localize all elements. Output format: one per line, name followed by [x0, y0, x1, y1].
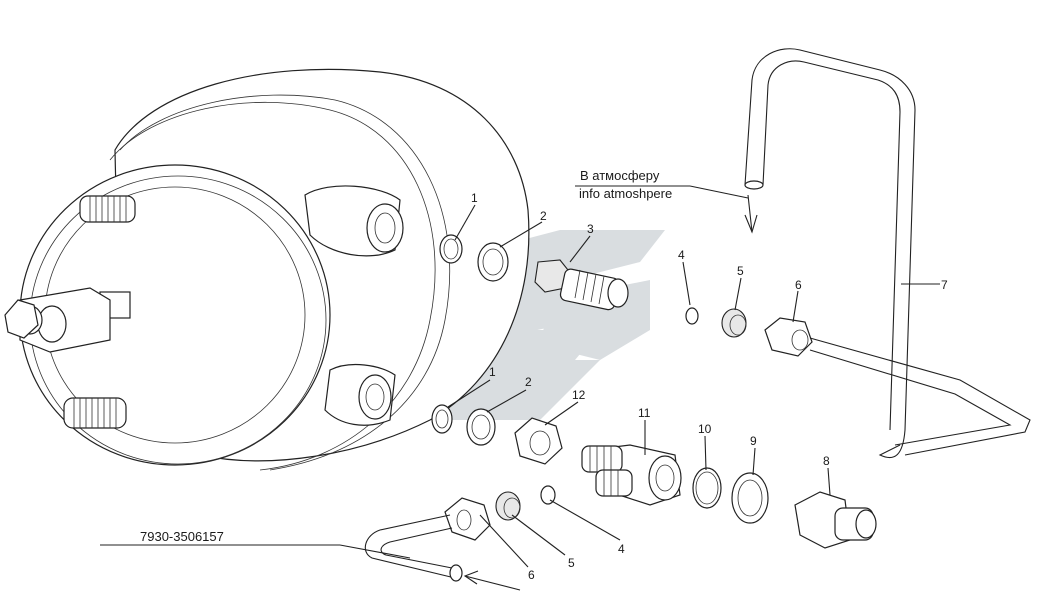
- callout-4-bottom: 4: [618, 542, 625, 556]
- part-6-nut-top: [764, 317, 813, 357]
- part-5-plug-bottom: [495, 491, 521, 521]
- callout-10: 10: [698, 422, 712, 436]
- part-1-washer-top: [439, 234, 463, 264]
- callout-1-mid: 1: [489, 365, 496, 379]
- callout-6-top: 6: [795, 278, 802, 292]
- callout-11: 11: [638, 406, 651, 420]
- part-4-ring-bottom: [540, 485, 556, 505]
- atmosphere-label-en: info atmoshpere: [579, 186, 672, 201]
- part-6-nut-bottom: [444, 497, 491, 541]
- callout-1-top: 1: [471, 191, 478, 205]
- callout-8: 8: [823, 454, 830, 468]
- callout-4-top: 4: [678, 248, 685, 262]
- part-8-valve: [794, 491, 877, 549]
- callout-12: 12: [572, 388, 586, 402]
- stud-upper: [79, 195, 136, 223]
- callout-6-bottom: 6: [528, 568, 535, 582]
- callout-7: 7: [941, 278, 948, 292]
- part-11-tee-fitting: [581, 444, 682, 506]
- part-10-ring: [692, 467, 722, 509]
- callout-2-top: 2: [540, 209, 547, 223]
- part-1-washer-mid: [431, 404, 453, 434]
- part-3-nipple: [534, 259, 629, 311]
- atmosphere-label-ru: В атмосферу: [580, 168, 660, 183]
- part-4-ring-top: [685, 307, 699, 325]
- bottom-arrow: [463, 570, 521, 591]
- brake-chamber: [4, 68, 530, 471]
- stud-lower: [63, 397, 127, 429]
- callout-5-bottom: 5: [568, 556, 575, 570]
- part-9-washer: [731, 472, 769, 524]
- part-2-seal-top: [477, 242, 509, 282]
- bottom-tube: [364, 514, 463, 582]
- part-5-plug-top: [721, 308, 747, 338]
- part-7-tube: [744, 48, 1031, 459]
- part-12-locknut: [514, 417, 563, 465]
- atmosphere-arrow: [744, 194, 758, 234]
- callout-3: 3: [587, 222, 594, 236]
- callout-9: 9: [750, 434, 757, 448]
- part-code-label: 7930-3506157: [140, 529, 224, 544]
- leader-lines: [100, 185, 940, 568]
- callout-5-top: 5: [737, 264, 744, 278]
- callout-2-mid: 2: [525, 375, 532, 389]
- part-2-seal-mid: [466, 408, 496, 446]
- clevis-fork: [4, 287, 131, 353]
